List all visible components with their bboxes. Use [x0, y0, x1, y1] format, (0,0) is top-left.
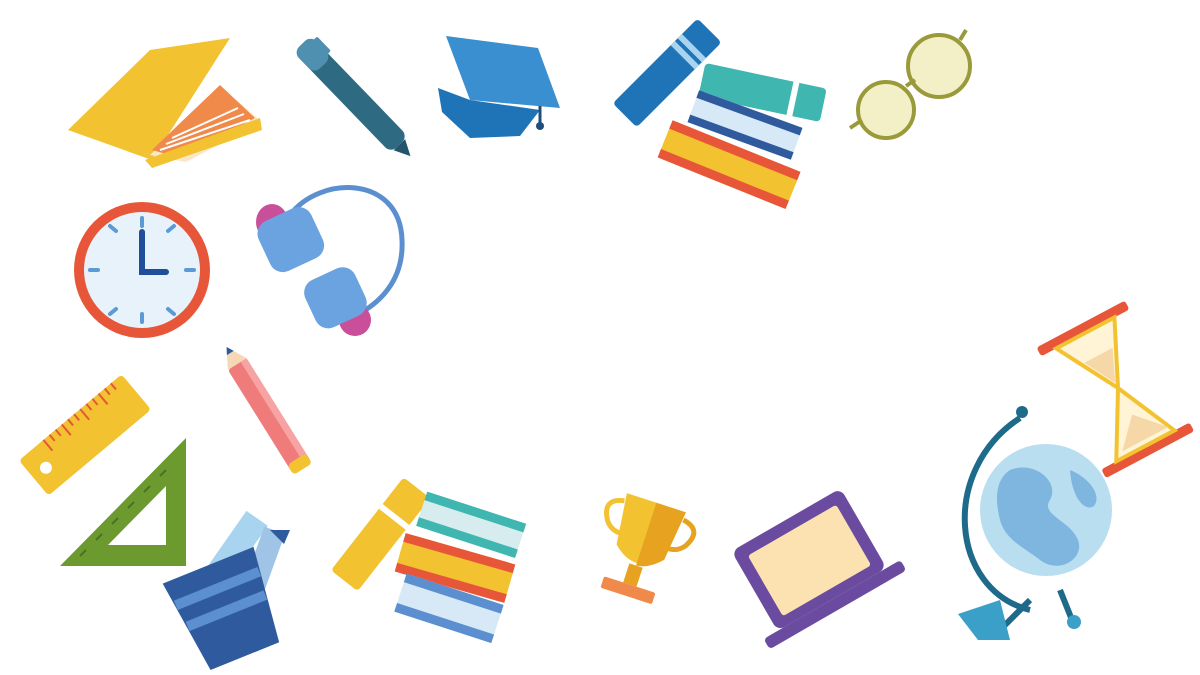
wall-clock-icon	[74, 202, 210, 338]
book-pile-icon	[332, 478, 527, 644]
open-book-icon	[68, 38, 262, 168]
graduation-cap-icon	[438, 36, 560, 138]
pencil-cup-icon	[162, 510, 290, 671]
headphones-icon	[256, 185, 405, 336]
book-stack-icon	[614, 20, 827, 210]
globe-icon	[958, 406, 1112, 640]
pencil-icon	[226, 347, 311, 474]
trophy-icon	[600, 493, 697, 604]
ruler-icon	[20, 375, 150, 495]
set-square-icon	[60, 438, 186, 566]
laptop-icon	[734, 491, 905, 648]
eyeglasses-icon	[848, 28, 972, 140]
hourglass-icon	[1037, 301, 1194, 478]
marker-pen-icon	[296, 37, 411, 157]
